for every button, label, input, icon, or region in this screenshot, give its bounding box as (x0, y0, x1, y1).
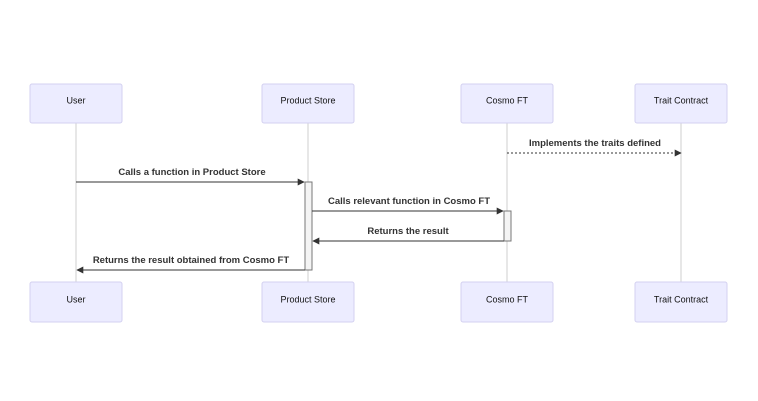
actor-top-product-store: Product Store (261, 83, 355, 124)
message-label: Returns the result (367, 226, 449, 237)
actor-top-trait-contract: Trait Contract (634, 83, 728, 124)
message-label: Implements the traits defined (529, 138, 661, 149)
activation-cosmo-ft (503, 210, 512, 242)
message-label: Calls relevant function in Cosmo FT (328, 196, 490, 207)
actor-top-user: User (29, 83, 123, 124)
actor-label: User (66, 95, 85, 105)
actor-label: User (66, 294, 85, 304)
message-calls-relevant-function: Calls relevant function in Cosmo FT (312, 196, 504, 215)
actor-top-cosmo-ft: Cosmo FT (460, 83, 554, 124)
activation-product-store (304, 181, 313, 271)
actor-label: Trait Contract (654, 294, 709, 304)
actor-label: Cosmo FT (486, 95, 529, 105)
message-label: Calls a function in Product Store (118, 167, 265, 178)
actor-bottom-user: User (29, 281, 123, 323)
message-calls-function: Calls a function in Product Store (76, 167, 305, 186)
actor-label: Product Store (280, 294, 335, 304)
actor-label: Trait Contract (654, 95, 709, 105)
actor-label: Product Store (280, 95, 335, 105)
actor-bottom-cosmo-ft: Cosmo FT (460, 281, 554, 323)
actor-bottom-product-store: Product Store (261, 281, 355, 323)
message-returns-result: Returns the result (312, 226, 504, 245)
actor-label: Cosmo FT (486, 294, 529, 304)
message-implements-traits: Implements the traits defined (507, 138, 682, 157)
message-label: Returns the result obtained from Cosmo F… (93, 255, 290, 266)
message-returns-result-obtained: Returns the result obtained from Cosmo F… (76, 255, 305, 274)
actor-bottom-trait-contract: Trait Contract (634, 281, 728, 323)
